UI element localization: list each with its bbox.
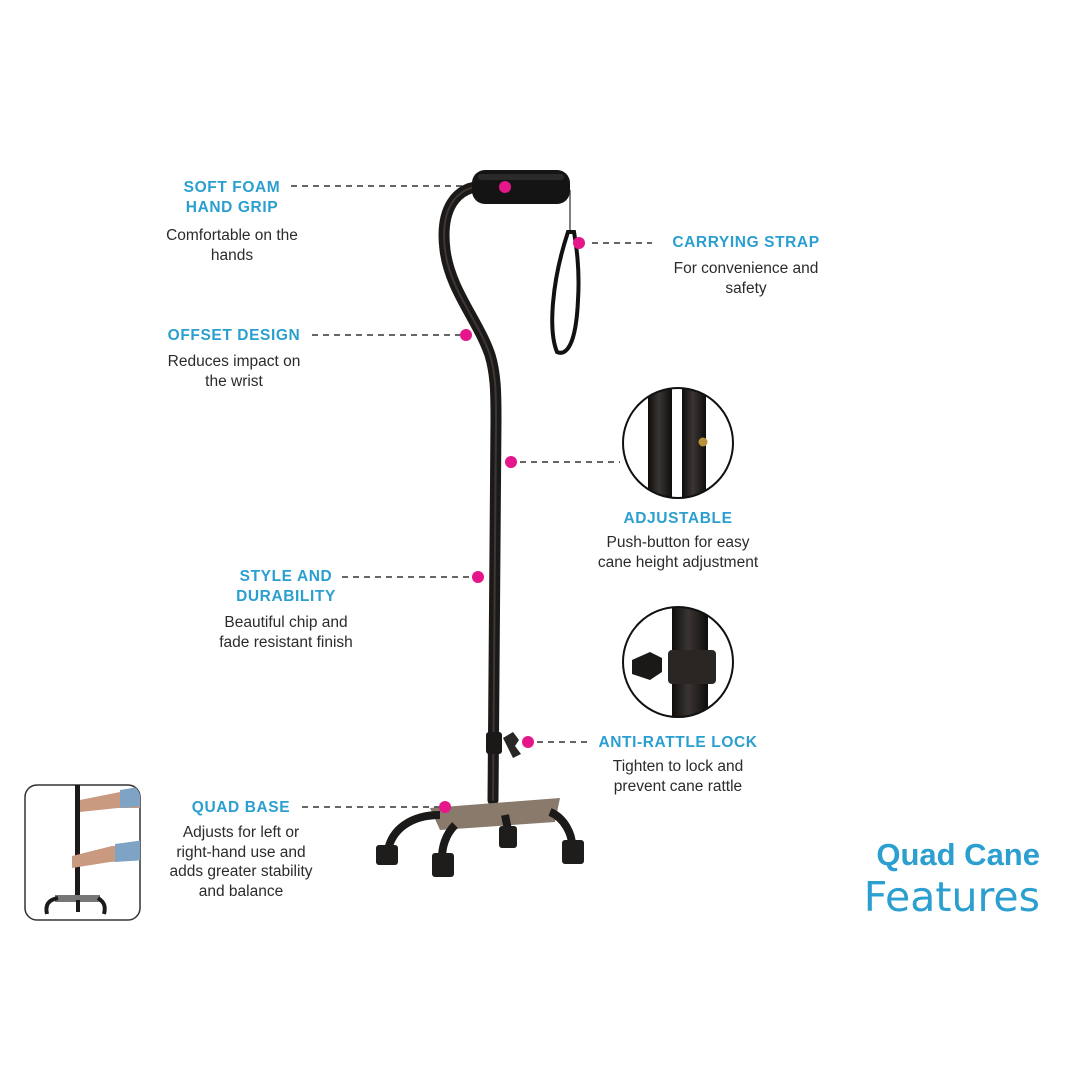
feature-description: Tighten to lock and prevent cane rattle [612, 758, 744, 795]
headline: Quad Cane Features [864, 836, 1040, 920]
carrying-strap [550, 190, 581, 355]
feature-description: For convenience and safety [673, 260, 819, 297]
feature-style-durability: STYLE AND DURABILITY Beautiful chip and … [191, 567, 381, 652]
feature-description: Comfortable on the hands [166, 227, 298, 264]
feature-title: STYLE AND DURABILITY [236, 568, 336, 605]
feature-title: CARRYING STRAP [672, 234, 820, 251]
feature-markers [439, 181, 585, 813]
cane-body [376, 170, 584, 877]
feature-quad-base: QUAD BASE Adjusts for left or right-hand… [145, 798, 337, 901]
feature-title: OFFSET DESIGN [167, 327, 301, 344]
feature-description: Beautiful chip and fade resistant finish [219, 614, 353, 651]
push-button-detail [622, 387, 734, 499]
feature-adjustable: ADJUSTABLE Push-button for easy cane hei… [567, 509, 789, 572]
feature-title: QUAD BASE [191, 799, 291, 816]
headline-line-1: Quad Cane [876, 837, 1040, 872]
feature-description: Push-button for easy cane height adjustm… [597, 534, 759, 571]
feature-description: Adjusts for left or right-hand use and a… [169, 824, 313, 900]
feature-description: Reduces impact on the wrist [167, 353, 301, 390]
feature-offset-design: OFFSET DESIGN Reduces impact on the wris… [139, 326, 329, 391]
anti-rattle-lock-detail [622, 606, 734, 718]
feature-title: ANTI-RATTLE LOCK [598, 734, 758, 751]
feature-hand-grip: SOFT FOAM HAND GRIP Comfortable on the h… [136, 178, 328, 265]
feature-anti-rattle-lock: ANTI-RATTLE LOCK Tighten to lock and pre… [583, 733, 773, 796]
feature-title: SOFT FOAM HAND GRIP [183, 179, 281, 216]
leader-lines [291, 185, 652, 808]
in-use-thumbnail [24, 784, 141, 921]
feature-title: ADJUSTABLE [623, 510, 733, 527]
feature-carrying-strap: CARRYING STRAP For convenience and safet… [646, 233, 846, 298]
headline-line-2: Features [863, 873, 1040, 921]
